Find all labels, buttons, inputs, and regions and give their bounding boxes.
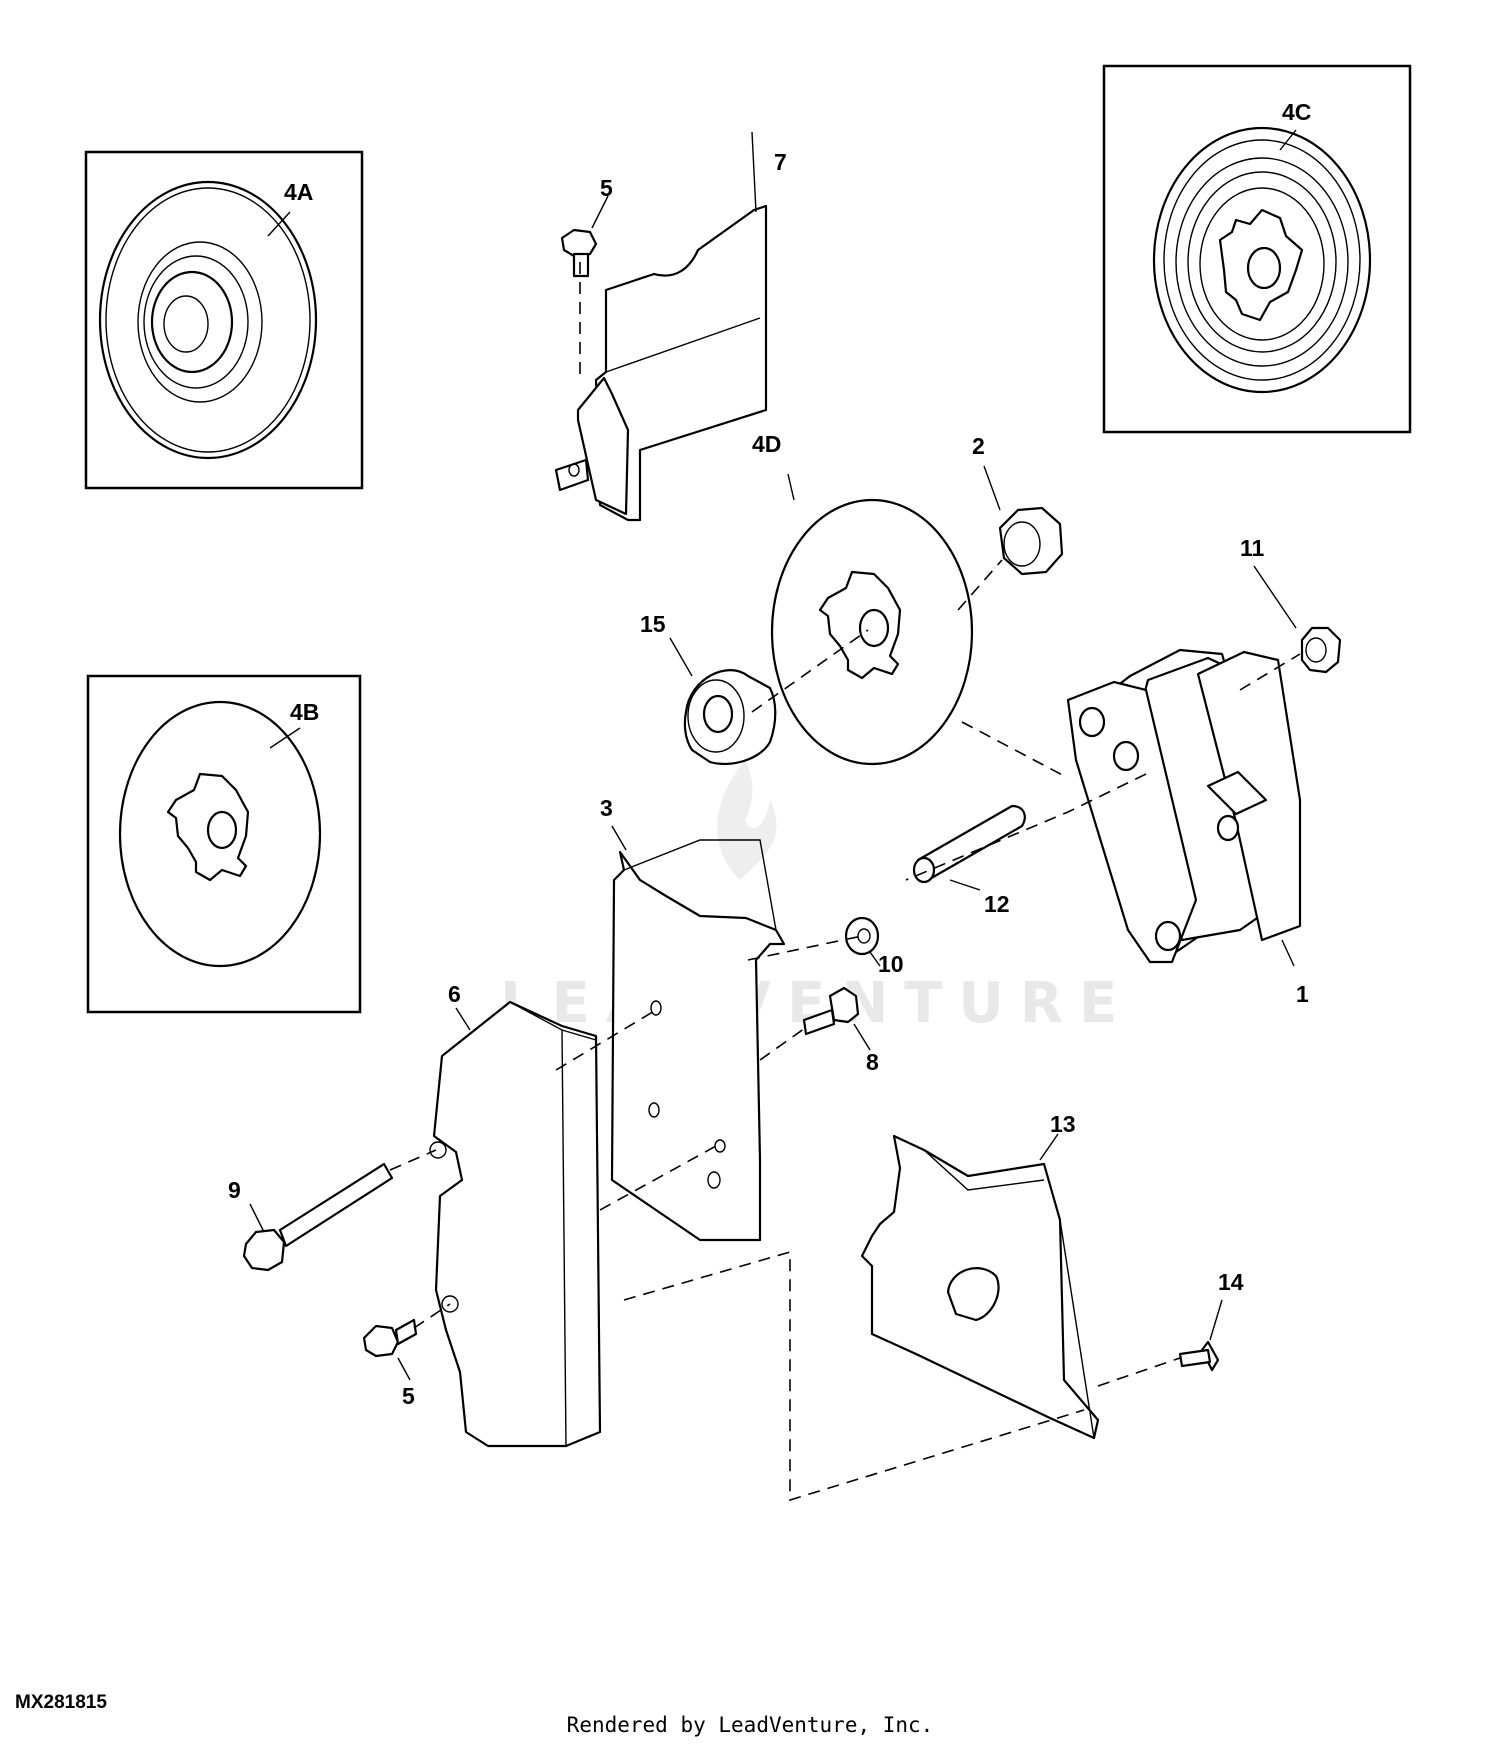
callout-6: 6: [448, 981, 461, 1007]
part-5-bolt-top: [560, 228, 598, 278]
callout-4c: 4C: [1282, 99, 1311, 125]
callout-7: 7: [774, 149, 787, 175]
part-7-bracket: [554, 204, 768, 522]
watermark: LEADVENTURE: [500, 760, 1117, 1036]
part-12-pin: [912, 804, 1026, 884]
part-4c-pulley: [1152, 126, 1372, 394]
diagram-code: MX281815: [15, 1692, 107, 1713]
inset-box-4b: [86, 674, 362, 1014]
inset-box-4a: [84, 150, 364, 490]
part-4d-disc: [770, 498, 974, 766]
assembly-lines: [389, 262, 1301, 1502]
part-8-bolt: [802, 986, 860, 1036]
part-13-guard: [860, 1134, 1100, 1440]
callout-4b: 4B: [290, 699, 319, 725]
footer-credit: Rendered by LeadVenture, Inc.: [566, 1713, 934, 1737]
callout-10: 10: [878, 951, 904, 977]
callout-3: 3: [600, 795, 613, 821]
part-3-bracket: [610, 839, 786, 1242]
callout-9: 9: [228, 1177, 241, 1203]
callout-8: 8: [866, 1049, 879, 1075]
callout-14: 14: [1218, 1269, 1244, 1295]
callout-5-bottom: 5: [402, 1383, 415, 1409]
part-4b-disc: [118, 700, 322, 968]
callout-11: 11: [1240, 535, 1265, 561]
leader-ticks: [249, 129, 1297, 1381]
part-6-shield: [429, 1000, 602, 1448]
part-14-bolt: [1178, 1340, 1220, 1372]
part-11-nut: [1300, 626, 1342, 674]
callouts: 1 2 3 4A 4B 4C 4D 5 5 6 7 8 9 10 11 12 1…: [228, 99, 1311, 1409]
inset-box-4c: [1102, 64, 1412, 434]
callout-4a: 4A: [284, 179, 313, 205]
callout-4d: 4D: [752, 431, 781, 457]
callout-2: 2: [972, 433, 985, 459]
callout-13: 13: [1050, 1111, 1076, 1137]
part-15-spacer: [683, 669, 777, 766]
callout-15: 15: [640, 611, 666, 637]
callout-12: 12: [984, 891, 1010, 917]
part-9-bolt: [242, 1162, 394, 1272]
part-1-tensioner: [1066, 648, 1302, 964]
part-2-nut: [998, 506, 1064, 576]
part-5-bolt-bottom: [362, 1318, 418, 1358]
part-4a-pulley: [98, 180, 318, 460]
callout-1: 1: [1296, 981, 1309, 1007]
callout-5-top: 5: [600, 175, 613, 201]
part-10-washer: [844, 916, 880, 956]
